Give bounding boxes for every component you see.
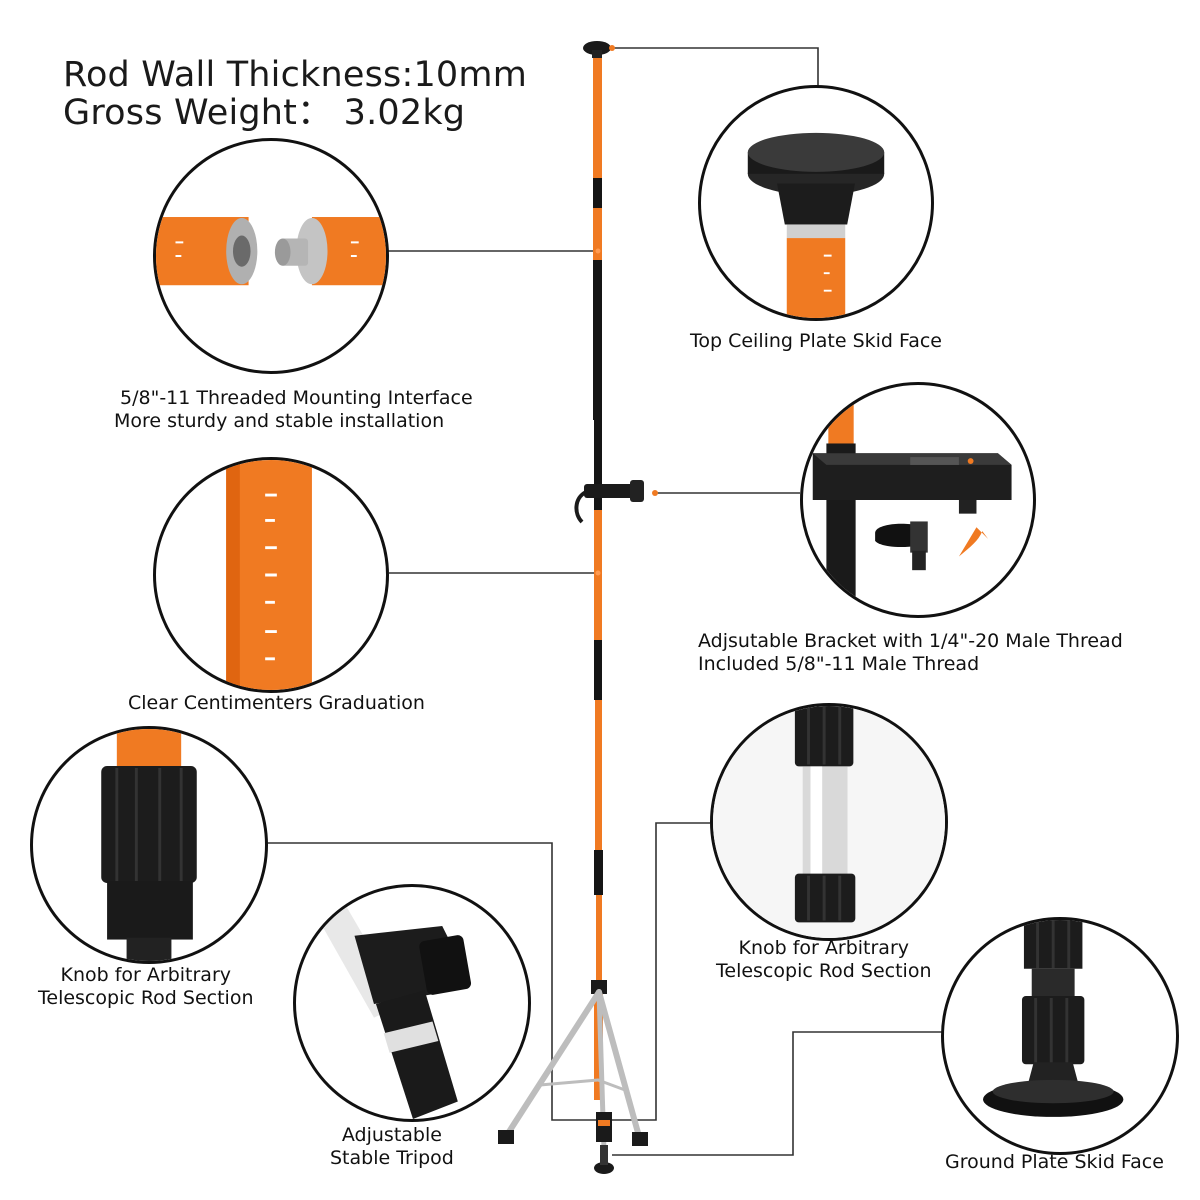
tripod-caption: Adjustable Stable Tripod [330, 1124, 454, 1170]
tripod-detail [293, 884, 531, 1122]
knob-left-image [101, 729, 197, 961]
bracket-detail [800, 382, 1036, 618]
graduation-caption: Clear Centimenters Graduation [128, 692, 425, 714]
ground-plate-caption: Ground Plate Skid Face [945, 1151, 1164, 1173]
bracket-caption-line1: Adjsutable Bracket with 1/4"-20 Male Thr… [698, 630, 1123, 652]
bracket-caption: Adjsutable Bracket with 1/4"-20 Male Thr… [698, 630, 1123, 676]
knob-right-image [713, 706, 945, 938]
top-ceiling-plate-caption: Top Ceiling Plate Skid Face [690, 330, 943, 352]
threaded-interface-image [156, 217, 386, 286]
knob-right-caption-line2: Telescopic Rod Section [716, 960, 932, 982]
knob-left-caption-line1: Knob for Arbitrary [60, 964, 232, 986]
spec-wall-thickness: Rod Wall Thickness:10mm [63, 55, 527, 95]
knob-left-detail [30, 726, 268, 964]
bracket-caption-line2: Included 5/8"-11 Male Thread [698, 653, 980, 675]
threaded-caption-line1: 5/8"-11 Threaded Mounting Interface [120, 387, 473, 409]
bracket-image [812, 385, 1012, 615]
telescopic-pole [593, 58, 603, 1100]
ground-plate-image [982, 920, 1124, 1117]
adjustable-bracket [574, 480, 658, 524]
top-ceiling-plate-image [747, 132, 885, 318]
tripod-caption-line1: Adjustable [341, 1124, 442, 1146]
tripod-joint-image [305, 887, 472, 1119]
top-ceiling-plate [583, 41, 615, 58]
spec-gross-weight: Gross Weight： 3.02kg [63, 93, 466, 133]
knob-right-caption: Knob for Arbitrary Telescopic Rod Sectio… [716, 937, 932, 983]
tripod [498, 980, 648, 1174]
top-ceiling-plate-detail [698, 85, 934, 321]
knob-right-detail [710, 703, 948, 941]
threaded-caption-line2: More sturdy and stable installation [114, 410, 445, 432]
tripod-caption-line2: Stable Tripod [330, 1147, 454, 1169]
knob-left-caption: Knob for Arbitrary Telescopic Rod Sectio… [38, 964, 254, 1010]
threaded-interface-detail [153, 138, 389, 374]
knob-right-caption-line1: Knob for Arbitrary [738, 937, 910, 959]
graduation-image [226, 460, 312, 690]
ground-plate-detail [941, 917, 1179, 1155]
leader-lines [266, 47, 943, 1156]
threaded-interface-caption: 5/8"-11 Threaded Mounting Interface More… [114, 387, 473, 433]
graduation-detail [153, 457, 389, 693]
knob-left-caption-line2: Telescopic Rod Section [38, 987, 254, 1009]
